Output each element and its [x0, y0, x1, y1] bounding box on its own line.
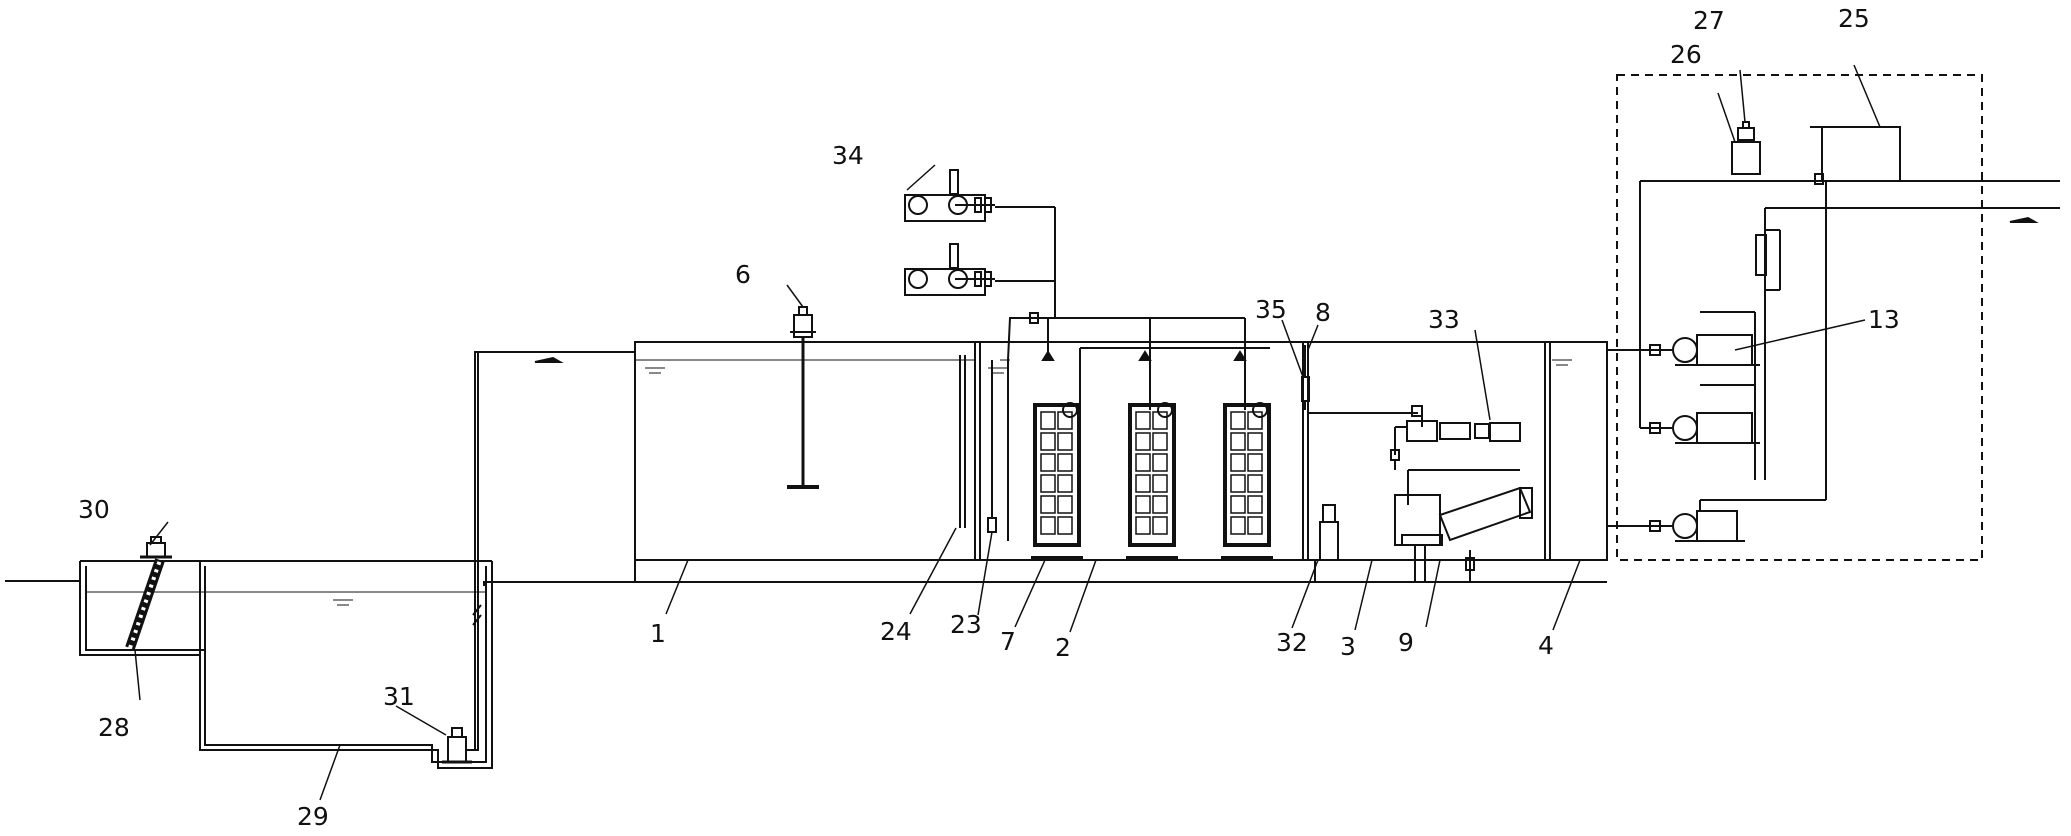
label-3: 3: [1340, 632, 1356, 661]
label-31: 31: [383, 682, 415, 711]
membrane-module: [1126, 402, 1178, 560]
box-pipes: [1606, 180, 2060, 545]
label-6: 6: [735, 260, 751, 289]
label-13: 13: [1868, 305, 1900, 334]
item-35-8: [1301, 345, 1310, 410]
leader-lines: [134, 64, 1881, 801]
screw-screen-28: [125, 558, 165, 650]
membrane-modules-7: [1031, 402, 1273, 560]
label-2: 2: [1055, 633, 1071, 662]
label-34: 34: [832, 141, 864, 170]
pipe-23: [987, 317, 1048, 541]
blower-upper: [904, 169, 995, 222]
label-27: 27: [1693, 6, 1725, 35]
item-26-27: [1731, 121, 1761, 175]
baffle-24: [959, 355, 966, 528]
equipment-room: [1616, 74, 1983, 561]
pumps-13: [1649, 334, 1760, 542]
label-32: 32: [1276, 628, 1308, 657]
membrane-module: [1031, 402, 1083, 560]
number-labels: 30 28 31 29 6 34 1 24 23 7 2 35 8 33 32 …: [78, 4, 1900, 831]
label-23: 23: [950, 610, 982, 639]
tank-25: [1810, 126, 1901, 185]
membrane-module: [1221, 402, 1273, 560]
dosing-32: [1314, 504, 1339, 582]
label-8: 8: [1315, 298, 1331, 327]
blower-lower: [904, 243, 995, 296]
submersible-pump-31: [442, 727, 472, 764]
label-25: 25: [1838, 4, 1870, 33]
label-33: 33: [1428, 305, 1460, 334]
pump-b: [1649, 412, 1760, 444]
label-28: 28: [98, 713, 130, 742]
label-26: 26: [1670, 40, 1702, 69]
label-1: 1: [650, 619, 666, 648]
label-24: 24: [880, 617, 912, 646]
lift-pipe: [466, 351, 635, 751]
dewatering-33: [1308, 405, 1521, 505]
blowers-34: [904, 169, 1056, 318]
label-30: 30: [78, 495, 110, 524]
main-tank: [634, 341, 1608, 583]
label-35: 35: [1255, 295, 1287, 324]
screw-press-9: [1394, 486, 1533, 582]
collection-pit-29: [79, 560, 493, 769]
permeate-header: [1010, 312, 1270, 410]
pump-c: [1649, 510, 1745, 542]
label-7: 7: [1000, 627, 1016, 656]
mixer-6: [787, 306, 819, 489]
label-9: 9: [1398, 628, 1414, 657]
label-29: 29: [297, 802, 329, 831]
label-4: 4: [1538, 631, 1554, 660]
motor-30: [140, 536, 172, 559]
pump-a: [1649, 334, 1760, 366]
